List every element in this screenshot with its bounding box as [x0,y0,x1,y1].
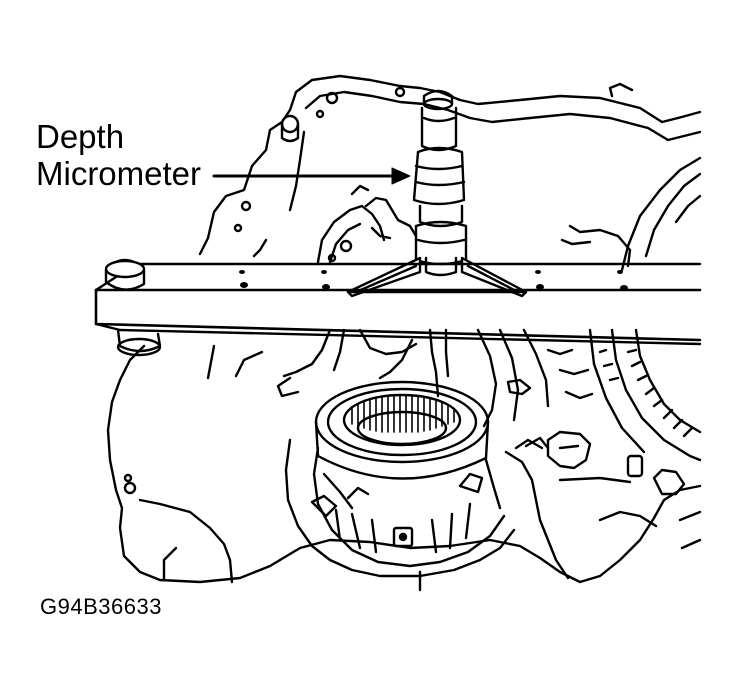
callout-leader [212,167,411,185]
callout-label: Depth Micrometer [36,118,201,192]
center-gear-area [476,328,594,580]
bearing-bore-assembly [284,380,516,592]
depth-micrometer [346,89,528,298]
callout-label-line1: Depth [36,118,125,155]
figure-code: G94B36633 [40,594,162,619]
clutch-drum-housing [524,156,702,550]
callout-label-line2: Micrometer [36,155,202,192]
linkage-under-bar [206,328,450,398]
straight-edge-bar [94,258,702,357]
detent-lever [316,184,418,264]
